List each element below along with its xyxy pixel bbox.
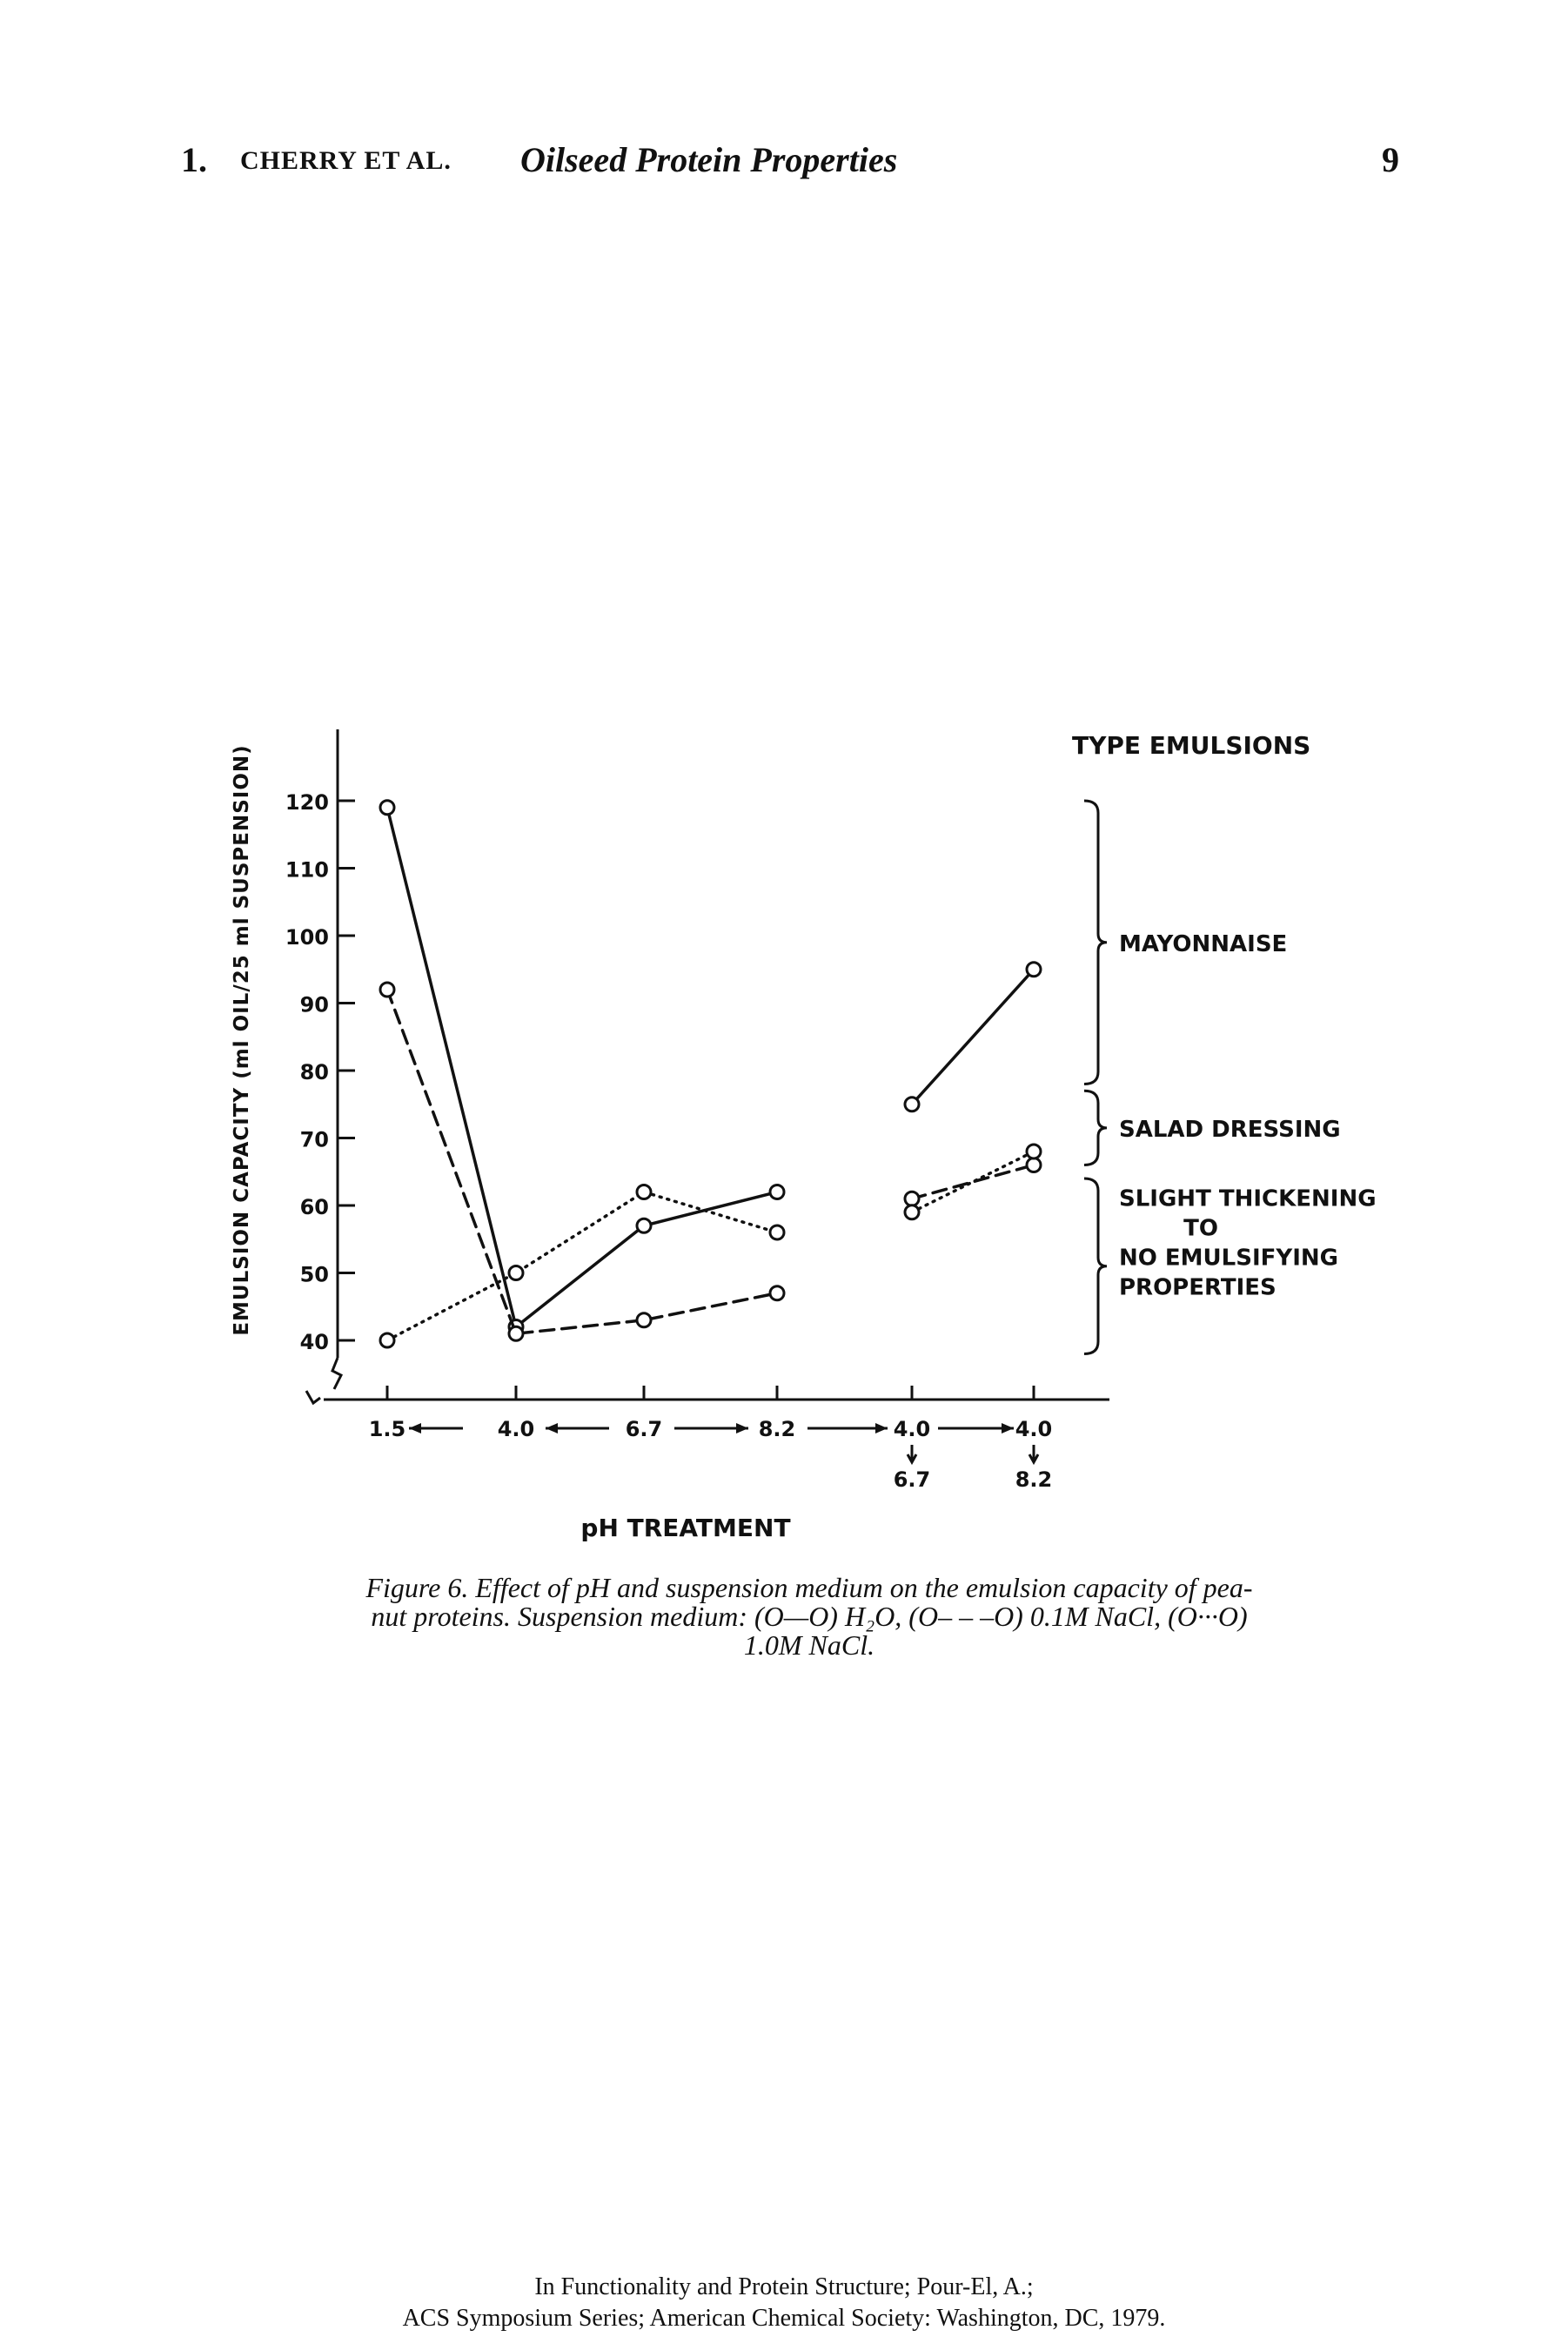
citation-footer: In Functionality and Protein Structure; … [0, 2272, 1568, 2334]
y-tick-label: 50 [300, 1263, 329, 1287]
chapter-number: 1. [181, 140, 207, 179]
running-header: 1. CHERRY ET AL. Oilseed Protein Propert… [181, 139, 1399, 191]
series-solid-point [635, 1217, 653, 1234]
x-tick-sublabel: 8.2 [1015, 1467, 1053, 1492]
region-label: SALAD DRESSING [1119, 1117, 1341, 1143]
y-tick-label: 120 [285, 790, 329, 815]
x-axis-label: pH TREATMENT [580, 1514, 790, 1542]
series-dashed-point [507, 1325, 525, 1342]
series-dashed-line-1 [385, 988, 779, 1336]
y-tick-label: 80 [300, 1060, 329, 1084]
x-tick-label: 8.2 [759, 1417, 796, 1441]
caption-line-2: nut proteins. Suspension medium: (O—O) H… [371, 1601, 1248, 1632]
running-authors: CHERRY ET AL. [240, 146, 452, 175]
series-dotted-point [635, 1184, 653, 1200]
x-arrow-6.7-to-4.0-head [546, 1423, 558, 1434]
series-dotted-point [507, 1265, 525, 1281]
region-label: SLIGHT THICKENING [1119, 1185, 1377, 1212]
x-tick-sublabel: 6.7 [894, 1467, 931, 1492]
figure-caption: Figure 6. Effect of pH and suspension me… [261, 1574, 1357, 1660]
x-tick-label: 1.5 [369, 1417, 406, 1441]
series-dashed-point [379, 981, 396, 998]
caption-line-3: 1.0M NaCl. [743, 1629, 875, 1661]
legend-title: TYPE EMULSIONS [1072, 731, 1310, 760]
y-tick-label: 110 [285, 858, 329, 883]
series-solid-point [1025, 961, 1042, 978]
series-solid-line-1 [385, 806, 779, 1330]
brace-0 [1083, 799, 1108, 1085]
x-tick-label: 4.0 [894, 1417, 931, 1441]
series-dashed-point [1025, 1157, 1042, 1173]
x-tick-label: 4.0 [1015, 1417, 1053, 1441]
x-down-arrow [906, 1445, 918, 1466]
page-number: 9 [1382, 140, 1399, 179]
y-tick-label: 40 [300, 1330, 329, 1354]
region-label: TO [1183, 1215, 1218, 1241]
caption-label: Figure 6. [365, 1572, 469, 1603]
x-arrow-8.2-to-4.0-head [875, 1423, 888, 1434]
y-tick-label: 60 [300, 1195, 329, 1219]
brace-2 [1083, 1177, 1108, 1355]
series-dotted-point [768, 1224, 786, 1241]
series-dotted-point [1025, 1143, 1042, 1160]
series-dashed-point [768, 1285, 786, 1302]
caption-text-1: Effect of pH and suspension medium on th… [475, 1572, 1253, 1603]
y-tick-label: 90 [300, 993, 329, 1017]
series-solid-point [903, 1096, 921, 1113]
series-dashed-point [635, 1312, 653, 1329]
series-solid-point [768, 1184, 786, 1200]
x-tick-label: 6.7 [626, 1417, 663, 1441]
series-dotted-point [903, 1204, 921, 1221]
emulsion-capacity-chart: 40 50 60 70 80 90 100 110 120 EMULSION CAPACITY (… [231, 729, 1377, 1542]
series-solid-point [379, 799, 396, 816]
series-dashed-point [903, 1190, 921, 1207]
citation-line-2: ACS Symposium Series; American Chemical … [402, 2305, 1166, 2332]
y-axis-break [331, 1357, 344, 1390]
series-dotted-line-1 [385, 1190, 779, 1342]
region-label: PROPERTIES [1119, 1274, 1277, 1300]
x-arrow-4.0-to-1.5-head [409, 1423, 421, 1434]
region-label: MAYONNAISE [1119, 931, 1287, 957]
y-axis-label: EMULSION CAPACITY (ml OIL/25 ml SUSPENSI… [231, 744, 253, 1335]
citation-line-1: In Functionality and Protein Structure; … [534, 2273, 1034, 2300]
series-dotted-line-2 [910, 1150, 1035, 1214]
x-axis-break [305, 1390, 321, 1406]
series-solid-line-2 [910, 968, 1035, 1106]
region-label: NO EMULSIFYING [1119, 1245, 1338, 1271]
series-dotted-point [379, 1332, 396, 1349]
x-arrow-4.0-to-4.0-head [1002, 1423, 1014, 1434]
running-title: Oilseed Protein Properties [520, 140, 898, 179]
x-arrow-6.7-to-8.2-head [736, 1423, 748, 1434]
x-tick-label: 4.0 [498, 1417, 535, 1441]
y-tick-label: 70 [300, 1128, 329, 1152]
brace-1 [1083, 1089, 1108, 1166]
y-tick-label: 100 [285, 925, 329, 950]
caption-line-1: Figure 6. Effect of pH and suspension me… [261, 1574, 1357, 1602]
x-down-arrow [1028, 1445, 1040, 1466]
series-dashed-line-2 [910, 1163, 1035, 1200]
